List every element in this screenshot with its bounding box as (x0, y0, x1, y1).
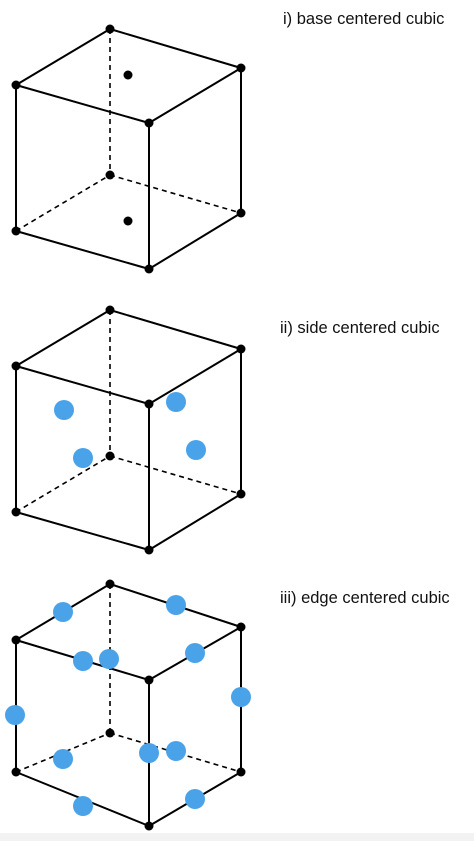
corner-atom (105, 170, 115, 180)
hidden-edge (109, 732, 242, 773)
panel-label-edge-centered: iii) edge centered cubic (280, 589, 450, 607)
hidden-edge (109, 174, 242, 214)
cube-edge (15, 309, 111, 367)
front-face-center-atom (166, 392, 186, 412)
corner-atom (11, 507, 21, 517)
bottom-margin-strip (0, 833, 474, 841)
edge-centered-cubic-panel (5, 579, 251, 831)
bottom-face-center-atom (123, 216, 133, 226)
corner-atom (236, 208, 246, 218)
top-back-left-edge-atom (53, 602, 73, 622)
corner-atom (11, 80, 21, 90)
corner-atom (11, 361, 21, 371)
corner-atom (105, 451, 115, 461)
corner-atom (144, 118, 154, 128)
cube-edge (148, 348, 242, 405)
cube-edge (109, 309, 242, 350)
corner-atom (11, 226, 21, 236)
bottom-back-left-edge-atom (53, 749, 73, 769)
corner-atom (144, 399, 154, 409)
top-front-right-edge-atom (185, 643, 205, 663)
cube-edge (15, 28, 111, 86)
corner-atom (236, 767, 246, 777)
top-front-left-edge-atom (73, 651, 93, 671)
hidden-edge (109, 455, 242, 495)
corner-atom (236, 622, 246, 632)
side-centered-cubic-panel (11, 305, 246, 555)
corner-atom (11, 635, 21, 645)
corner-atom (105, 728, 115, 738)
corner-atom (236, 489, 246, 499)
corner-atom (105, 24, 115, 34)
back-face-center-atom (73, 448, 93, 468)
top-back-right-edge-atom (166, 595, 186, 615)
corner-atom (144, 264, 154, 274)
vertical-back-left-edge-atom (99, 649, 119, 669)
hidden-edge (15, 455, 111, 513)
corner-atom (144, 545, 154, 555)
panel-label-side-centered: ii) side centered cubic (280, 319, 440, 337)
cube-edge (15, 230, 150, 270)
cube-edge (109, 28, 242, 69)
corner-atom (144, 821, 154, 831)
cube-edge (148, 493, 242, 551)
panel-label-base-centered: i) base centered cubic (283, 10, 444, 28)
hidden-edge (15, 174, 111, 232)
cube-edge (148, 212, 242, 270)
corner-atom (236, 344, 246, 354)
cube-edge (15, 511, 150, 551)
base-centered-cubic-panel (11, 24, 246, 274)
cube-edge (148, 67, 242, 124)
bottom-back-right-edge-atom (166, 741, 186, 761)
hidden-edge (15, 732, 111, 773)
corner-atom (236, 63, 246, 73)
corner-atom (105, 305, 115, 315)
vertical-front-right-edge-atom (231, 687, 251, 707)
bottom-front-left-edge-atom (73, 796, 93, 816)
cube-edge (15, 84, 150, 124)
bottom-front-right-edge-atom (185, 789, 205, 809)
right-face-center-atom (186, 440, 206, 460)
corner-atom (105, 579, 115, 589)
left-face-center-atom (54, 400, 74, 420)
cube-edge (15, 365, 150, 405)
vertical-back-right-edge-atom (139, 743, 159, 763)
vertical-front-left-edge-atom (5, 705, 25, 725)
corner-atom (144, 675, 154, 685)
top-face-center-atom (123, 70, 133, 80)
corner-atom (11, 767, 21, 777)
